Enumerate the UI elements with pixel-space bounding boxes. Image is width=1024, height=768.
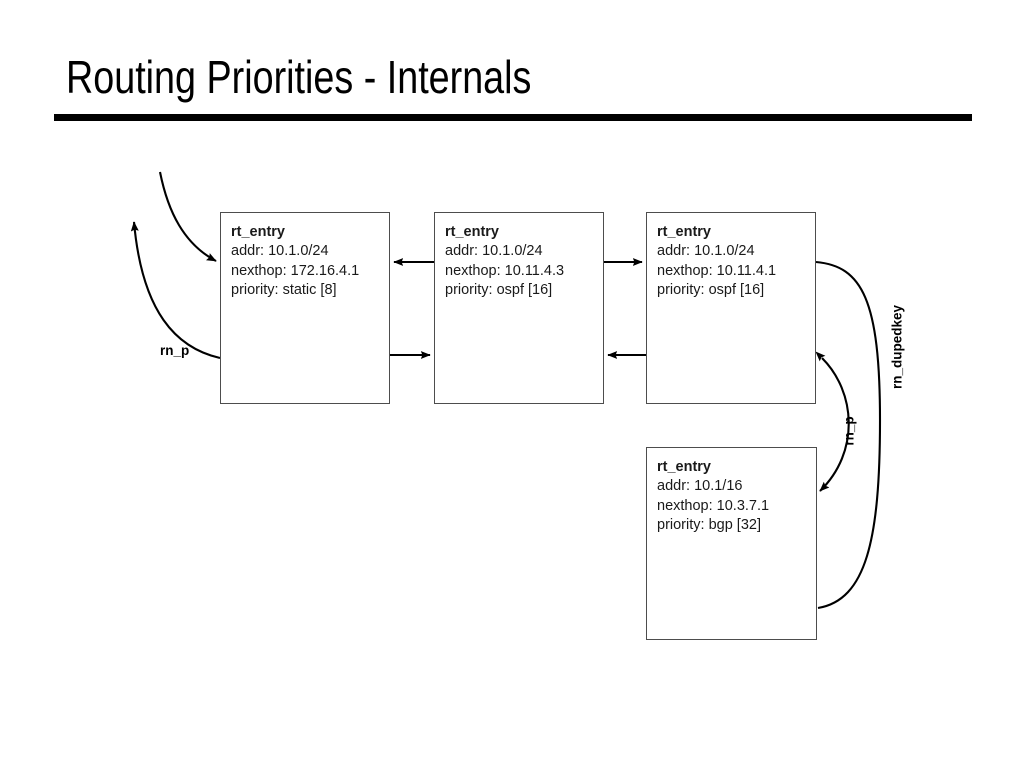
rt-entry-nexthop: nexthop: 10.11.4.1 <box>657 262 777 279</box>
rt-entry-addr: addr: 10.1.0/24 <box>657 243 755 259</box>
edge-label-rn-p-left: rn_p <box>160 343 190 358</box>
rt-entry-addr: addr: 10.1.0/24 <box>231 243 329 259</box>
rt-entry-priority: priority: ospf [16] <box>445 282 553 298</box>
rt-entry-header: rt_entry <box>445 224 499 240</box>
rt-entry-addr: addr: 10.1/16 <box>657 478 743 494</box>
rt-entry-priority: priority: bgp [32] <box>657 517 761 533</box>
edge-label-rn-p-right: rn_p <box>841 416 857 446</box>
rt-entry-box-1[interactable]: rt_entry addr: 10.1.0/24 nexthop: 172.16… <box>220 212 390 404</box>
rt-entry-box-2[interactable]: rt_entry addr: 10.1.0/24 nexthop: 10.11.… <box>434 212 604 404</box>
rt-entry-header: rt_entry <box>657 459 711 475</box>
title-divider <box>54 114 972 121</box>
edge-label-rn-dupedkey: rn_dupedkey <box>889 304 905 390</box>
page-title: Routing Priorities - Internals <box>66 51 532 103</box>
rt-entry-box-4[interactable]: rt_entry addr: 10.1/16 nexthop: 10.3.7.1… <box>646 447 817 640</box>
rt-entry-priority: priority: ospf [16] <box>657 282 765 298</box>
edge-rn-p-left <box>130 221 221 360</box>
edge-incoming-parent <box>158 171 217 262</box>
rt-entry-nexthop: nexthop: 172.16.4.1 <box>231 262 360 279</box>
rt-entry-addr: addr: 10.1.0/24 <box>445 243 543 259</box>
rt-entry-priority: priority: static [8] <box>231 282 337 298</box>
rt-entry-header: rt_entry <box>231 224 285 240</box>
rt-entry-nexthop: nexthop: 10.11.4.3 <box>445 262 565 279</box>
rt-entry-box-3[interactable]: rt_entry addr: 10.1.0/24 nexthop: 10.11.… <box>646 212 816 404</box>
rt-entry-header: rt_entry <box>657 224 711 240</box>
rt-entry-nexthop: nexthop: 10.3.7.1 <box>657 497 770 514</box>
